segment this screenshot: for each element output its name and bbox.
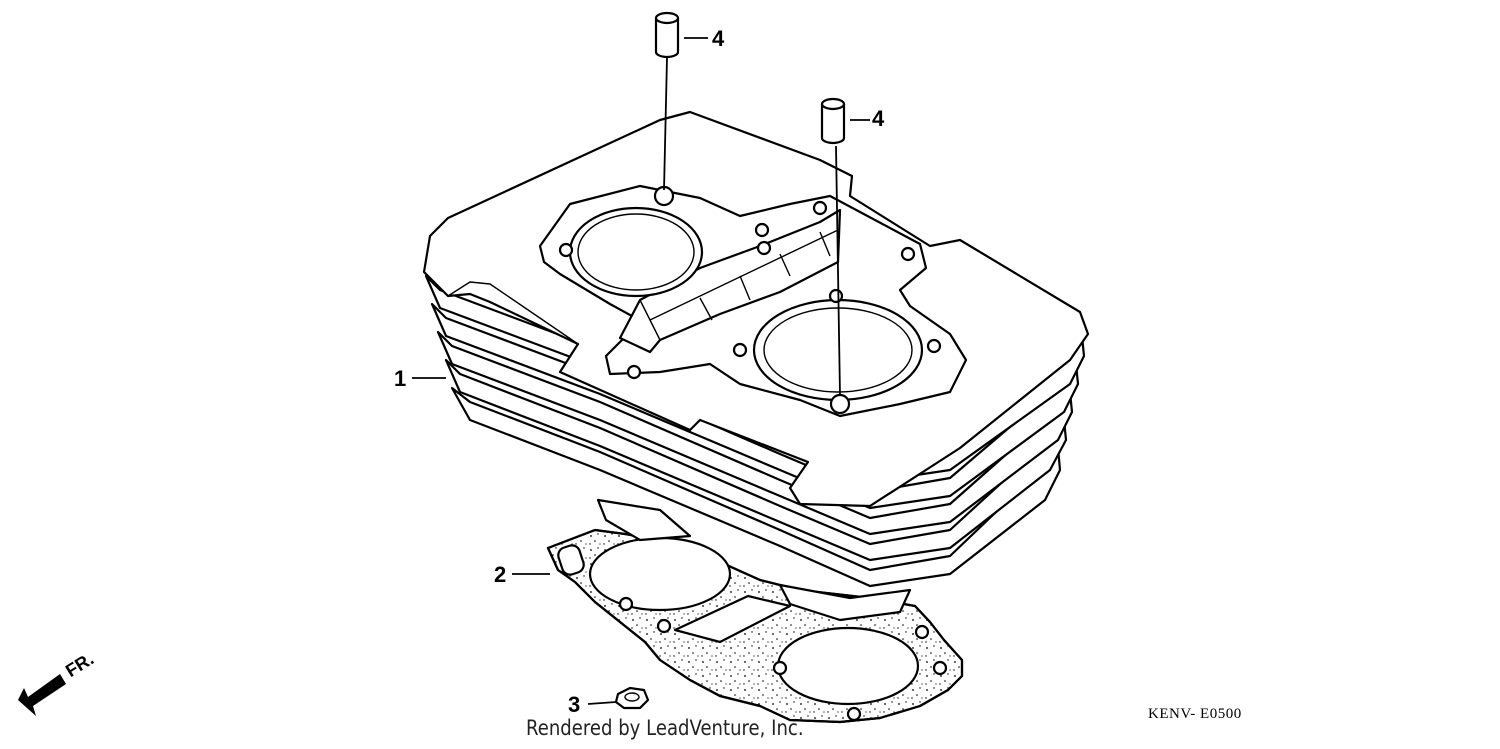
dowel-pin-left — [654, 11, 708, 191]
hex-nut — [587, 686, 650, 710]
front-direction-arrow — [18, 674, 66, 716]
callout-2: 2 — [494, 562, 507, 587]
dowel-pin-right — [820, 97, 870, 397]
callout-4-right: 4 — [872, 106, 885, 131]
cylinder-base-gasket — [546, 528, 964, 724]
callout-3: 3 — [568, 692, 581, 717]
callout-1: 1 — [394, 366, 407, 391]
cylinder-block — [422, 110, 1090, 622]
callout-4-left: 4 — [712, 26, 725, 51]
render-watermark: Rendered by LeadVenture, Inc. — [526, 716, 804, 740]
drawing-code: KENV- E0500 — [1148, 706, 1242, 722]
